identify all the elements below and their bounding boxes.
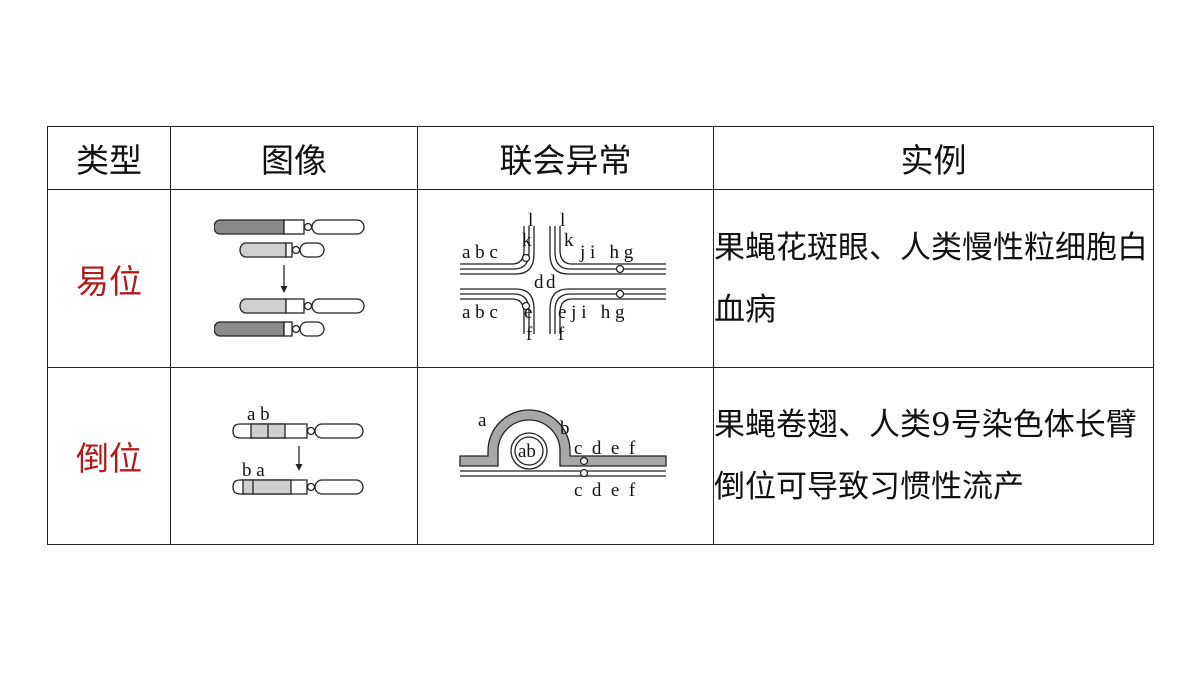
translocation-chromosome-diagram — [213, 218, 365, 337]
chromosome-2 — [239, 241, 325, 258]
label-a-b-c-top: a b c — [462, 242, 498, 263]
label-f-left: f — [526, 324, 533, 342]
label-d-right: d — [546, 272, 556, 293]
header-type: 类型 — [47, 126, 171, 190]
header-row: 类型 图像 联会异常 实例 — [47, 126, 1154, 190]
example-cell: 果蝇花斑眼、人类慢性粒细胞白血病 — [713, 189, 1154, 368]
label-j-i-h-g-top: j i h g — [579, 242, 634, 263]
table-row-translocation: 易位 — [47, 189, 1154, 368]
label-e-left: e — [524, 302, 532, 323]
chromosome-4 — [213, 320, 325, 337]
type-cell: 倒位 — [47, 367, 171, 545]
label-l-right: l — [560, 212, 565, 231]
translocation-synapsis-diagram: a b c j i h g a b c e j i h g l l k k d … — [459, 210, 666, 345]
table-row-inversion: 倒位 a b b a — [47, 367, 1154, 545]
label-a-b-c-bottom: a b c — [462, 302, 498, 323]
label-a: a — [478, 410, 487, 431]
label-b: b — [560, 418, 570, 439]
label-k-left: k — [522, 230, 532, 251]
inversion-synapsis-diagram: a b ab c d e f c d e f — [458, 409, 667, 501]
header-example: 实例 — [713, 126, 1154, 190]
synapsis-cell: a b c j i h g a b c e j i h g l l k k d … — [417, 189, 714, 368]
label-f-right: f — [558, 324, 565, 342]
header-image: 图像 — [170, 126, 418, 190]
label-a-b: a b — [247, 404, 270, 425]
inversion-chromosome-diagram: a b b a — [232, 404, 364, 495]
header-synapsis: 联会异常 — [417, 126, 714, 190]
chromosome-3 — [239, 297, 365, 314]
image-cell — [170, 189, 418, 368]
label-d-left: d — [534, 272, 544, 293]
label-e-j-i-h-g-bottom: e j i h g — [558, 302, 625, 323]
chromosome-variation-table: 类型 图像 联会异常 实例 易位 — [47, 126, 1154, 545]
chromosome-1 — [213, 218, 365, 235]
down-arrow-icon — [280, 264, 288, 293]
image-cell: a b b a — [170, 367, 418, 545]
label-c-d-e-f-top: c d e f — [574, 438, 636, 459]
chromosome-original — [232, 423, 364, 439]
chromosome-inverted — [232, 479, 364, 495]
down-arrow-icon — [295, 446, 303, 471]
label-c-d-e-f-bottom: c d e f — [574, 480, 636, 501]
label-l-left: l — [528, 212, 533, 231]
label-b-a: b a — [242, 460, 265, 481]
example-cell: 果蝇卷翅、人类9号染色体长臂倒位可导致习惯性流产 — [713, 367, 1154, 545]
label-loop-ab: ab — [518, 441, 536, 462]
synapsis-cell: a b ab c d e f c d e f — [417, 367, 714, 545]
label-k-right: k — [564, 230, 574, 251]
type-cell: 易位 — [47, 189, 171, 368]
